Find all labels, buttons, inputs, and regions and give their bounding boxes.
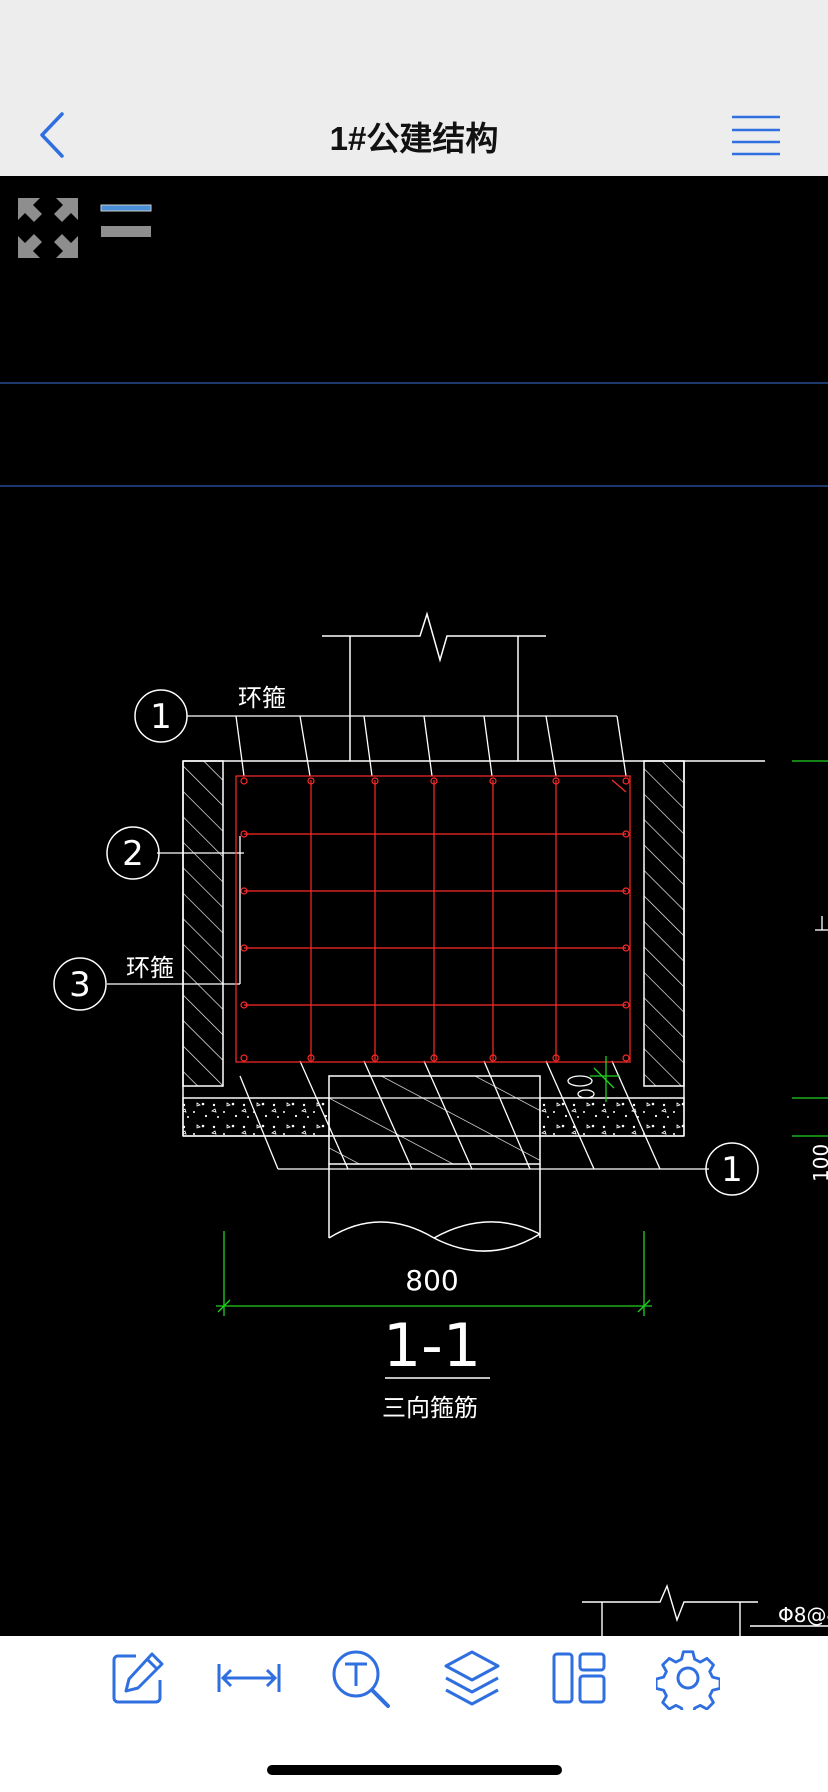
section-title: 1-1 <box>383 1311 481 1381</box>
home-indicator[interactable] <box>267 1765 562 1775</box>
layout-icon <box>552 1652 606 1704</box>
wall-right <box>643 760 685 1087</box>
edit-button[interactable] <box>106 1646 170 1710</box>
label-ring-stirrup-top: 环箍 <box>238 684 286 712</box>
measure-icon <box>217 1664 281 1692</box>
menu-button[interactable] <box>726 112 786 158</box>
chevron-left-icon <box>40 112 64 158</box>
pile <box>328 1075 541 1252</box>
status-bar <box>0 0 828 100</box>
expand-arrows-icon <box>18 198 78 258</box>
green-marker <box>567 1056 620 1102</box>
settings-button[interactable] <box>654 1646 722 1718</box>
right-dim-fragment: 100 <box>809 1144 828 1182</box>
label-ring-stirrup-left: 环箍 <box>126 954 174 982</box>
layers-icon <box>444 1650 500 1706</box>
column-break-bottom <box>582 1583 828 1636</box>
text-search-button[interactable] <box>330 1646 394 1710</box>
callout-1-top: 1 <box>150 697 172 737</box>
line-weight-button[interactable] <box>96 200 158 240</box>
drawing-canvas[interactable]: 100 1 2 3 1 环箍 环箍 800 1-1 三向箍筋 <box>0 176 828 1636</box>
hamburger-menu-icon <box>732 115 780 156</box>
column-break-top <box>322 611 546 761</box>
leader-lines <box>107 715 709 1170</box>
layout-button[interactable] <box>548 1646 612 1710</box>
note-right: Φ8@4( <box>778 1603 828 1627</box>
gear-icon <box>654 1650 722 1718</box>
wall-left <box>182 760 224 1087</box>
cad-drawing: 100 1 2 3 1 环箍 环箍 800 1-1 三向箍筋 <box>0 382 828 1636</box>
rebar-cage <box>235 775 631 1063</box>
line-weight-icon <box>100 204 152 237</box>
section-subtitle: 三向箍筋 <box>382 1394 478 1422</box>
concrete-base-right <box>539 1097 685 1137</box>
dimension-label: 800 <box>405 1264 458 1297</box>
pencil-edit-icon <box>112 1652 164 1704</box>
layers-button[interactable] <box>440 1646 504 1710</box>
callout-2: 2 <box>122 834 144 874</box>
concrete-base-left <box>182 1097 330 1137</box>
callout-1-bottom: 1 <box>721 1150 743 1190</box>
right-edge-lines <box>792 760 828 1137</box>
back-button[interactable] <box>30 106 78 164</box>
page-title: 1#公建结构 <box>329 120 499 157</box>
callout-circles <box>53 689 759 1196</box>
callout-3: 3 <box>69 965 91 1005</box>
navigation-bar: 1#公建结构 <box>0 100 828 176</box>
measure-button[interactable] <box>215 1646 281 1710</box>
text-search-icon <box>332 1650 390 1708</box>
dimension-800 <box>216 1231 652 1316</box>
expand-button[interactable] <box>14 194 82 262</box>
